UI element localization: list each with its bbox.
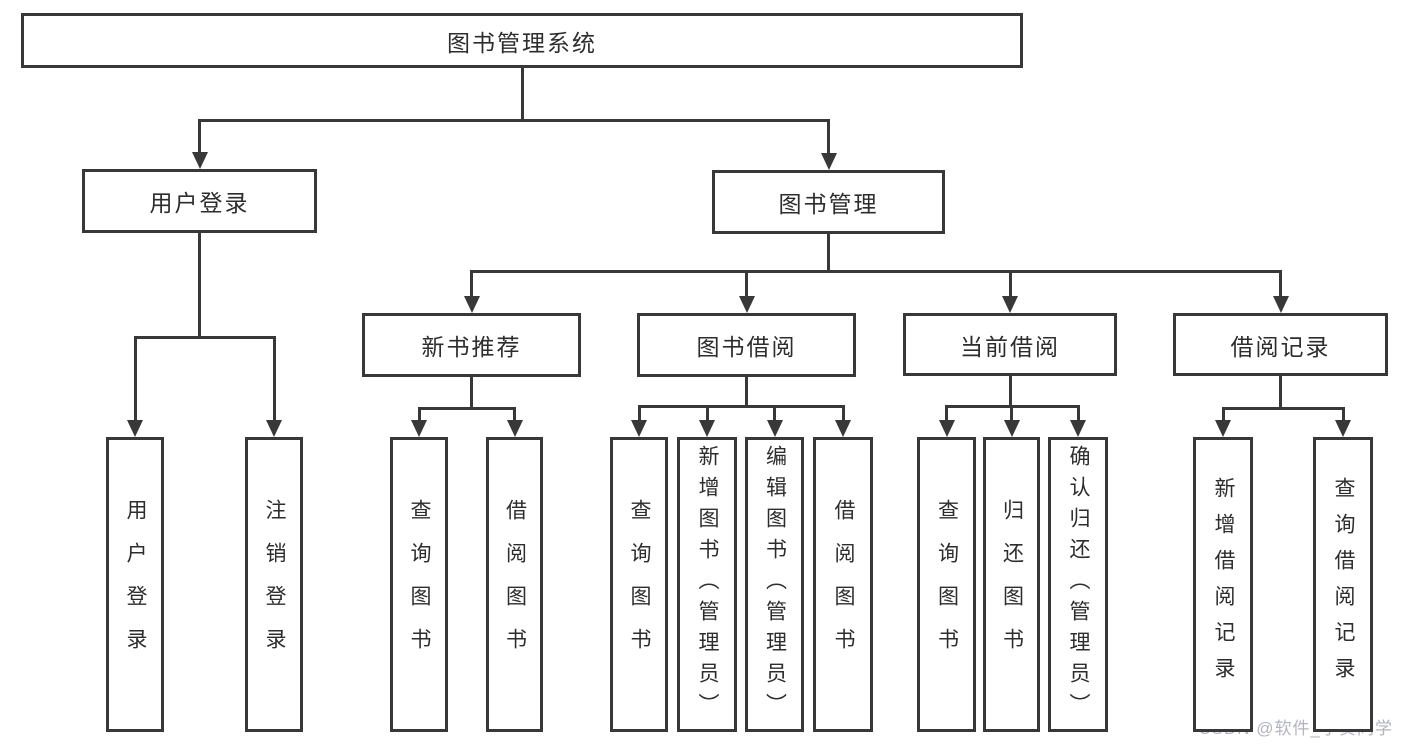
connector-segment bbox=[198, 119, 201, 155]
node-label: 新书推荐 bbox=[421, 334, 522, 360]
arrowhead-down-icon bbox=[1003, 420, 1020, 437]
connector-segment bbox=[827, 234, 830, 270]
arrowhead-down-icon bbox=[1070, 420, 1086, 437]
node-label: 用户登录 bbox=[124, 498, 147, 671]
node-label: 借阅图书 bbox=[503, 498, 527, 671]
node-bb-query-books: 查询图书 bbox=[610, 437, 668, 732]
arrowhead-down-icon bbox=[835, 420, 851, 437]
connector-segment bbox=[470, 377, 473, 407]
connector-segment bbox=[1010, 405, 1013, 423]
node-label: 查询图书 bbox=[935, 498, 959, 671]
connector-segment bbox=[745, 270, 748, 299]
arrowhead-down-icon bbox=[411, 420, 427, 437]
connector-segment bbox=[1279, 376, 1282, 407]
node-label: 借阅记录 bbox=[1230, 333, 1331, 360]
connector-fork bbox=[417, 407, 516, 410]
arrowhead-down-icon bbox=[820, 153, 837, 170]
arrowhead-down-icon bbox=[266, 420, 282, 437]
node-cb-query-books: 查询图书 bbox=[917, 437, 976, 732]
node-borrow-records: 借阅记录 bbox=[1173, 313, 1388, 376]
connector-segment bbox=[945, 405, 948, 423]
node-leaf-user-login: 用户登录 bbox=[106, 437, 164, 732]
node-label: 查询借阅记录 bbox=[1332, 476, 1355, 693]
node-label: 用户登录 bbox=[149, 190, 250, 216]
node-br-add-record: 新增借阅记录 bbox=[1193, 437, 1253, 732]
node-label: 当前借阅 bbox=[960, 333, 1060, 360]
arrowhead-down-icon bbox=[631, 420, 647, 437]
connector-segment bbox=[841, 405, 845, 423]
connector-segment bbox=[470, 270, 473, 299]
node-user-login: 用户登录 bbox=[82, 169, 317, 233]
node-nbr-borrow-books: 借阅图书 bbox=[486, 437, 543, 732]
node-label: 图书管理 bbox=[778, 191, 879, 217]
node-book-management: 图书管理 bbox=[712, 170, 945, 234]
arrowhead-down-icon bbox=[127, 420, 143, 437]
connector-fork bbox=[470, 270, 1282, 273]
node-current-borrowing: 当前借阅 bbox=[903, 313, 1117, 376]
connector-segment bbox=[272, 336, 276, 423]
node-bb-borrow-books: 借阅图书 bbox=[813, 437, 873, 732]
node-label: 借阅图书 bbox=[832, 498, 855, 671]
node-label: 确认归还（管理员） bbox=[1067, 445, 1090, 724]
connector-fork bbox=[1221, 407, 1345, 410]
connector-segment bbox=[637, 405, 641, 423]
node-bb-edit-books: 编辑图书（管理员） bbox=[745, 437, 804, 732]
node-bb-add-books: 新增图书（管理员） bbox=[677, 437, 737, 732]
node-label: 归还图书 bbox=[1000, 498, 1024, 671]
connector-segment bbox=[198, 233, 201, 336]
connector-segment bbox=[1076, 405, 1080, 423]
node-label: 查询图书 bbox=[628, 498, 651, 671]
connector-segment bbox=[417, 407, 421, 423]
arrowhead-down-icon bbox=[699, 420, 715, 437]
connector-segment bbox=[1008, 270, 1012, 299]
node-label: 新增借阅记录 bbox=[1212, 476, 1235, 693]
connector-fork bbox=[133, 336, 276, 339]
node-new-book-recommend: 新书推荐 bbox=[362, 313, 581, 377]
arrowhead-down-icon bbox=[1272, 296, 1289, 313]
connector-fork bbox=[198, 119, 830, 122]
connector-segment bbox=[1341, 407, 1345, 423]
node-label: 注销登录 bbox=[263, 498, 286, 671]
node-label: 编辑图书（管理员） bbox=[763, 445, 787, 724]
arrowhead-down-icon bbox=[1002, 296, 1018, 313]
arrowhead-down-icon bbox=[938, 420, 955, 437]
node-book-borrowing: 图书借阅 bbox=[637, 313, 856, 377]
node-label: 图书借阅 bbox=[696, 334, 797, 360]
connector-segment bbox=[705, 405, 709, 423]
connector-segment bbox=[513, 407, 516, 423]
arrowhead-down-icon bbox=[766, 420, 783, 437]
arrowhead-down-icon bbox=[506, 420, 523, 437]
node-root: 图书管理系统 bbox=[21, 13, 1023, 68]
node-label: 查询图书 bbox=[408, 498, 431, 671]
arrowhead-down-icon bbox=[1215, 420, 1231, 437]
node-nbr-query-books: 查询图书 bbox=[390, 437, 448, 732]
connector-segment bbox=[133, 336, 137, 423]
connector-segment bbox=[1221, 407, 1225, 423]
connector-segment bbox=[773, 405, 776, 423]
connector-segment bbox=[1279, 270, 1282, 299]
connector-segment bbox=[520, 68, 524, 119]
connector-segment bbox=[745, 377, 748, 405]
node-cb-return-books: 归还图书 bbox=[983, 437, 1040, 732]
connector-segment bbox=[827, 119, 830, 156]
node-label: 新增图书（管理员） bbox=[696, 445, 719, 724]
arrowhead-down-icon bbox=[1335, 420, 1351, 437]
connector-segment bbox=[1008, 376, 1012, 405]
node-leaf-logout: 注销登录 bbox=[245, 437, 303, 732]
arrowhead-down-icon bbox=[191, 152, 208, 169]
node-br-query-record: 查询借阅记录 bbox=[1313, 437, 1373, 732]
connector-fork bbox=[637, 405, 845, 408]
node-label: 图书管理系统 bbox=[447, 29, 597, 56]
arrowhead-down-icon bbox=[463, 296, 480, 313]
node-cb-confirm-return: 确认归还（管理员） bbox=[1048, 437, 1108, 732]
arrowhead-down-icon bbox=[738, 296, 755, 313]
